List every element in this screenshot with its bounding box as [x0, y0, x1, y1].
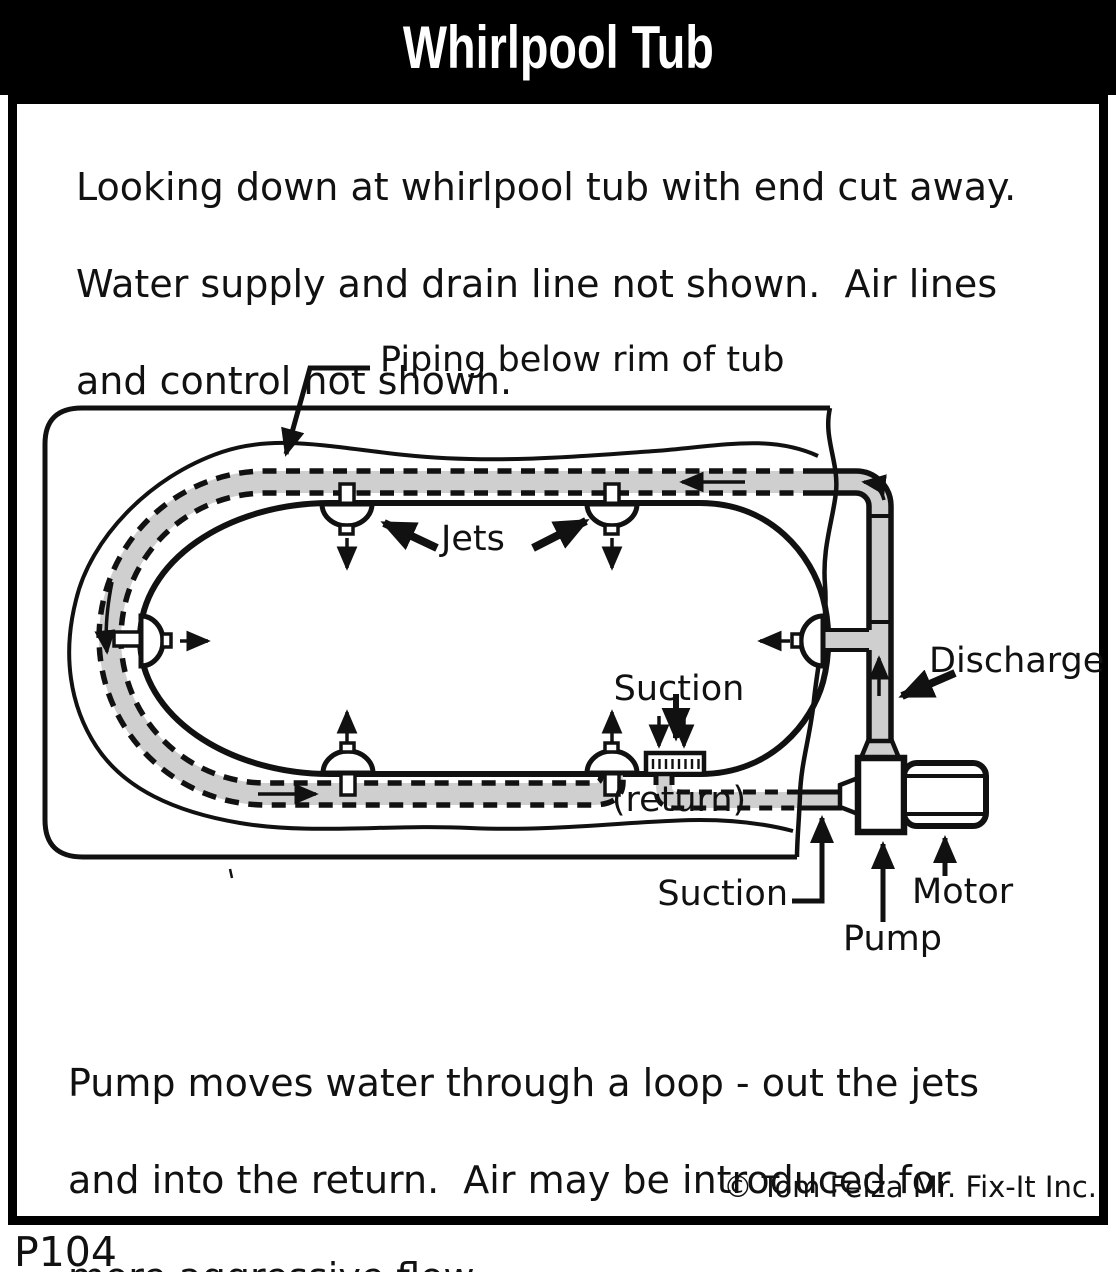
intro-paragraph: Looking down at whirlpool tub with end c…: [76, 120, 1016, 449]
suction-label: Suction: [657, 874, 788, 914]
pipe-corner-flow-arrow-icon: [861, 474, 887, 501]
label-arrows: [281, 365, 957, 922]
suction-return-fitting: [790, 613, 826, 669]
pump-label: Pump: [843, 919, 942, 959]
pump-body: [854, 754, 908, 836]
piping-loop: [96, 468, 856, 808]
footer-line: more aggressive flow.: [68, 1248, 979, 1272]
pipe-flow-down-arrow-icon: [94, 581, 116, 655]
jet-top-right: [584, 482, 640, 536]
intro-line: Water supply and drain line not shown. A…: [76, 262, 998, 306]
suction-leader-arrow-icon: [792, 815, 834, 904]
tub-bowl: [136, 500, 832, 777]
jets-label: Jets: [441, 519, 505, 559]
copyright-notice: © Tom Feiza Mr. Fix-It Inc.: [723, 1170, 1097, 1204]
suction-return-label-line2: (return): [611, 780, 747, 820]
suction-return-label: Suction (return): [604, 597, 754, 893]
footer-paragraph: Pump moves water through a loop - out th…: [68, 1016, 979, 1272]
intro-line: Looking down at whirlpool tub with end c…: [76, 165, 1017, 209]
suction-grate: [643, 750, 707, 777]
piping-label: Piping below rim of tub: [380, 340, 785, 380]
suction-return-label-line1: Suction: [613, 669, 745, 709]
tub-deck-outline: [42, 405, 830, 860]
jet-bottom-left: [320, 741, 376, 797]
jets-leader-arrow-icon: [531, 517, 590, 552]
discharge-label: Discharge: [929, 641, 1105, 681]
jet-nozzle-icon: [603, 741, 620, 754]
jet-nozzle-icon: [603, 523, 620, 536]
tub-rim-outline: [67, 440, 819, 833]
intro-line: and control not shown.: [76, 359, 513, 403]
tick-mark: [228, 868, 234, 879]
suction-pipe: [653, 770, 846, 811]
footer-line: Pump moves water through a loop - out th…: [68, 1061, 980, 1105]
discharge-leader-arrow-icon: [898, 669, 957, 700]
page-title: Whirlpool Tub: [402, 14, 714, 81]
title-bar: Whirlpool Tub: [0, 0, 1116, 95]
jet-bottom-right: [584, 741, 640, 797]
pump-assembly: [837, 738, 989, 836]
piping-leader-arrow-icon: [281, 365, 370, 457]
page-code: P104: [14, 1228, 117, 1272]
jet-nozzle-icon: [339, 741, 356, 754]
footer-line: and into the return. Air may be introduc…: [68, 1158, 951, 1202]
discharge-pipe: [817, 468, 894, 741]
jet-left-end: [112, 613, 173, 669]
jet-nozzle-icon: [790, 632, 803, 649]
jet-nozzle-icon: [160, 632, 173, 649]
jet-top-left: [319, 482, 375, 536]
jet-nozzle-icon: [338, 523, 355, 536]
jets-leader-arrow-icon: [380, 519, 439, 552]
motor-label: Motor: [912, 872, 1014, 912]
motor-body: [901, 760, 989, 829]
